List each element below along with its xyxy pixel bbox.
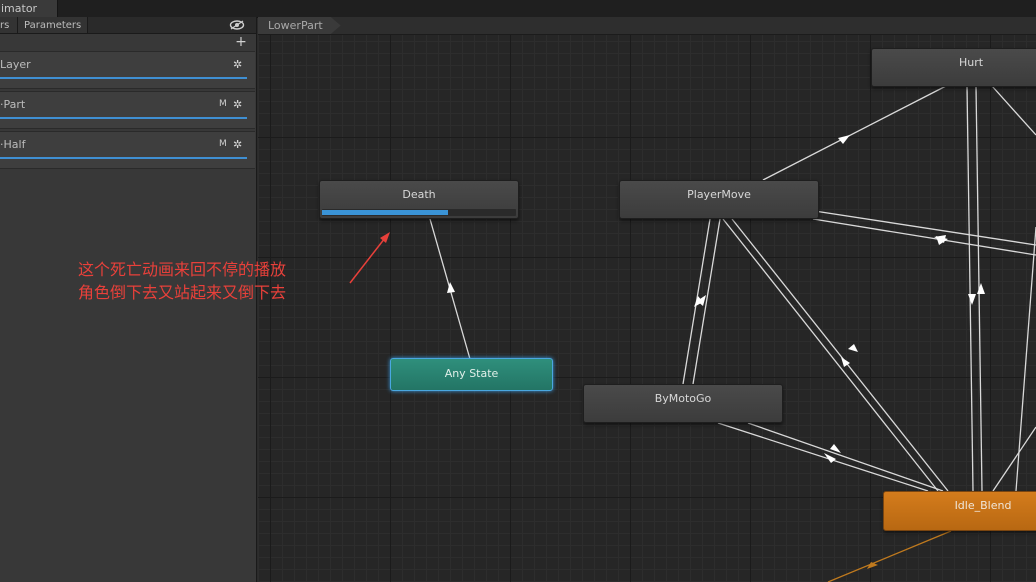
layer-item[interactable]: Layer ✲ — [0, 51, 255, 89]
state-bymotogo[interactable]: ByMotoGo — [583, 384, 783, 423]
state-label: PlayerMove — [687, 188, 751, 201]
state-label: ByMotoGo — [654, 392, 712, 405]
transition-hurt-idleblend[interactable] — [966, 85, 974, 492]
state-label: Any State — [444, 367, 499, 380]
animator-window-tab[interactable]: imator — [0, 0, 58, 17]
state-playermove[interactable]: PlayerMove — [619, 180, 819, 219]
state-machine-graph[interactable]: LowerPart — [258, 17, 1036, 582]
layer-weight-bar — [0, 77, 247, 79]
window-titlebar: imator — [0, 0, 1036, 18]
gear-icon[interactable]: ✲ — [233, 58, 243, 71]
tab-layers[interactable]: rs — [0, 17, 18, 33]
tab-parameters[interactable]: Parameters — [18, 17, 88, 33]
annotation-text: 这个死亡动画来回不停的播放 角色倒下去又站起来又倒下去 — [78, 260, 287, 302]
state-any-state[interactable]: Any State — [390, 358, 553, 391]
add-layer-button[interactable]: + — [235, 34, 247, 50]
breadcrumb: LowerPart — [258, 17, 1036, 35]
state-label: Hurt — [958, 56, 984, 69]
state-idle-blend[interactable]: Idle_Blend — [883, 491, 1036, 531]
state-hurt[interactable]: Hurt — [871, 48, 1036, 87]
state-label: Death — [402, 188, 436, 201]
death-progress-bar — [322, 209, 516, 216]
layer-weight-bar — [0, 117, 247, 119]
transition-bymotogo-playermove[interactable] — [692, 218, 721, 385]
transition-playermove-idleblend[interactable] — [722, 218, 939, 492]
eye-icon[interactable] — [229, 19, 245, 31]
transition-idleblend-down[interactable] — [827, 530, 952, 582]
transition-playermove-right-a[interactable] — [807, 209, 1036, 246]
transition-lines — [429, 85, 1036, 582]
transition-idleblend-right[interactable] — [1015, 226, 1036, 492]
mask-flag: M — [219, 99, 227, 109]
breadcrumb-item-lowerpart[interactable]: LowerPart — [258, 17, 341, 34]
transition-idleblend-right-b[interactable] — [992, 426, 1036, 492]
gear-icon[interactable]: ✲ — [233, 98, 243, 111]
layer-name: ·Half — [0, 138, 26, 151]
panel-tabs: rs Parameters — [0, 17, 256, 34]
transition-idleblend-bymotogo[interactable] — [747, 422, 944, 492]
state-label: Idle_Blend — [954, 499, 1012, 512]
layer-name: Layer — [0, 58, 31, 71]
death-progress-fill — [322, 210, 449, 215]
transition-playermove-hurt[interactable] — [762, 85, 947, 181]
layers-panel: rs Parameters + Layer ✲ ·Part M ✲ ·Half … — [0, 17, 257, 582]
mask-flag: M — [219, 139, 227, 149]
layer-name: ·Part — [0, 98, 26, 111]
transition-bymotogo-idleblend[interactable] — [717, 422, 929, 492]
layer-item[interactable]: ·Part M ✲ — [0, 91, 255, 129]
transition-playermove-right-b[interactable] — [812, 218, 1036, 256]
state-death[interactable]: Death — [319, 180, 519, 219]
transition-hurt-right[interactable] — [991, 85, 1036, 136]
gear-icon[interactable]: ✲ — [233, 138, 243, 151]
layer-item[interactable]: ·Half M ✲ — [0, 131, 255, 169]
transition-idleblend-playermove[interactable] — [731, 218, 949, 492]
layer-weight-bar — [0, 157, 247, 159]
